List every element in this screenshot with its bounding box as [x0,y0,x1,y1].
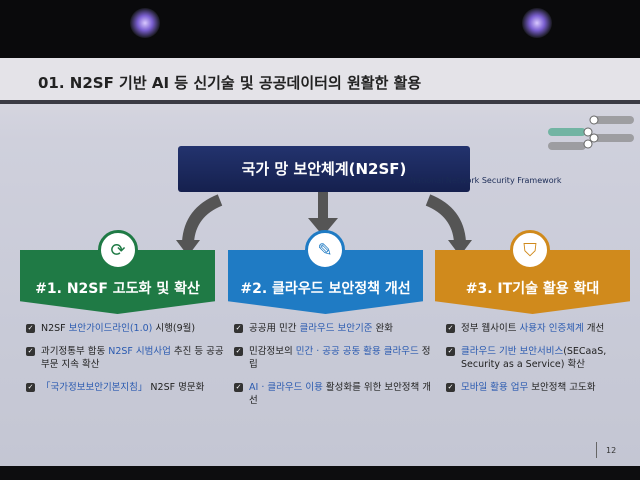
slide-header: 01. N2SF 기반 AI 등 신기술 및 공공데이터의 원활한 활용 [0,58,640,104]
text-segment: 보안정책 고도화 [528,382,596,393]
highlight-text: 클라우드 보안기준 [299,323,373,334]
list-item-text: 모바일 활용 업무 보안정책 고도화 [461,381,595,394]
column-title: #3. IT기술 활용 확대 [465,281,600,297]
checkbox-icon: ✓ [234,324,243,333]
text-segment: 과기정통부 합동 [41,346,109,357]
document-edit-icon: ✎ [305,230,345,270]
highlight-text: 클라우드 기반 보안서비스 [461,346,564,357]
list-item: ✓ 민감정보의 민간 · 공공 공동 활용 클라우드 정립 [234,345,434,371]
list-item-text: 정부 웹사이트 사용자 인증체계 개선 [461,322,604,335]
stage-light [522,8,552,38]
text-segment: 공공用 민간 [249,323,300,334]
text-segment: N2SF [41,323,69,334]
list-item-text: AI · 클라우드 이용 활성화를 위한 보안정책 개선 [249,381,434,407]
list-item: ✓ 과기정통부 합동 N2SF 시범사업 추진 등 공공부문 지속 확산 [26,345,226,371]
highlight-text: 「국가정보보안기본지침」 [41,382,148,393]
checkbox-icon: ✓ [446,347,455,356]
list-item-text: 공공用 민간 클라우드 보안기준 완화 [249,322,393,335]
column-title: #2. 클라우드 보안정책 개선 [240,281,411,297]
text-segment: (SECaaS, Security as a Service) 확산 [461,346,607,370]
clock-refresh-icon: ⟳ [98,230,138,270]
slide: 01. N2SF 기반 AI 등 신기술 및 공공데이터의 원활한 활용 국가 … [0,58,640,468]
divider [596,442,597,458]
mini-diagram-icon [548,115,634,150]
text-segment: 민감정보의 [249,346,296,357]
page-number: 12 [606,446,617,455]
text-segment: 정부 웹사이트 [461,323,520,334]
stage-background [0,0,640,62]
checkbox-icon: ✓ [234,347,243,356]
list-item-text: 과기정통부 합동 N2SF 시범사업 추진 등 공공부문 지속 확산 [41,345,226,371]
text-segment: 추진 등 공공부문 지속 확산 [41,346,224,370]
stage-floor [0,466,640,480]
text-segment: 시행(9월) [152,323,196,334]
checkbox-icon: ✓ [446,324,455,333]
list-n2sf: ✓ N2SF 보안가이드라인(1.0) 시행(9월) ✓ 과기정통부 합동 N2SF … [26,322,226,404]
highlight-text: N2SF 시범사업 [108,346,171,357]
list-item: ✓ 정부 웹사이트 사용자 인증체계 개선 [446,322,640,335]
framework-title-box: 국가 망 보안체계(N2SF) [178,146,470,192]
highlight-text: 보안가이드라인(1.0) [68,323,153,334]
highlight-text: 사용자 인증체계 [519,323,584,334]
branch-arrows-icon [176,192,472,256]
text-segment: 활성화를 위한 보안정책 개선 [249,382,432,406]
checkbox-icon: ✓ [26,347,35,356]
list-cloud: ✓ 공공用 민간 클라우드 보안기준 완화 ✓ 민감정보의 민간 · 공공 공동 활용… [234,322,434,417]
text-segment: 완화 [372,323,393,334]
list-item: ✓ 공공用 민간 클라우드 보안기준 완화 [234,322,434,335]
list-item-text: N2SF 보안가이드라인(1.0) 시행(9월) [41,322,195,335]
list-item: ✓ 모바일 활용 업무 보안정책 고도화 [446,381,640,394]
list-item: ✓ N2SF 보안가이드라인(1.0) 시행(9월) [26,322,226,335]
text-segment: 개선 [583,323,605,334]
stage-light [130,8,160,38]
checkbox-icon: ✓ [234,383,243,392]
list-item: ✓ 클라우드 기반 보안서비스(SECaaS, Security as a Ser… [446,345,640,371]
highlight-text: 민간 · 공공 공동 활용 클라우드 [295,346,419,357]
list-item-text: 민감정보의 민간 · 공공 공동 활용 클라우드 정립 [249,345,434,371]
highlight-text: 모바일 활용 업무 [461,382,529,393]
slide-title: 01. N2SF 기반 AI 등 신기술 및 공공데이터의 원활한 활용 [38,74,422,92]
list-it: ✓ 정부 웹사이트 사용자 인증체계 개선 ✓ 클라우드 기반 보안서비스(SECaa… [446,322,640,404]
framework-title: 국가 망 보안체계(N2SF) [241,160,407,178]
checkbox-icon: ✓ [26,383,35,392]
framework-subtitle: National Network Security Framework [410,176,562,185]
list-item-text: 「국가정보보안기본지침」 N2SF 명문화 [41,381,204,394]
text-segment: N2SF 명문화 [147,382,205,393]
text-segment: 정립 [249,346,431,370]
list-item: ✓ AI · 클라우드 이용 활성화를 위한 보안정책 개선 [234,381,434,407]
list-item: ✓ 「국가정보보안기본지침」 N2SF 명문화 [26,381,226,394]
column-title: #1. N2SF 고도화 및 확산 [35,281,200,297]
highlight-text: AI · 클라우드 이용 [249,382,323,393]
checkbox-icon: ✓ [446,383,455,392]
checkbox-icon: ✓ [26,324,35,333]
shield-check-icon: ⛉ [510,230,550,270]
list-item-text: 클라우드 기반 보안서비스(SECaaS, Security as a Serv… [461,345,640,371]
